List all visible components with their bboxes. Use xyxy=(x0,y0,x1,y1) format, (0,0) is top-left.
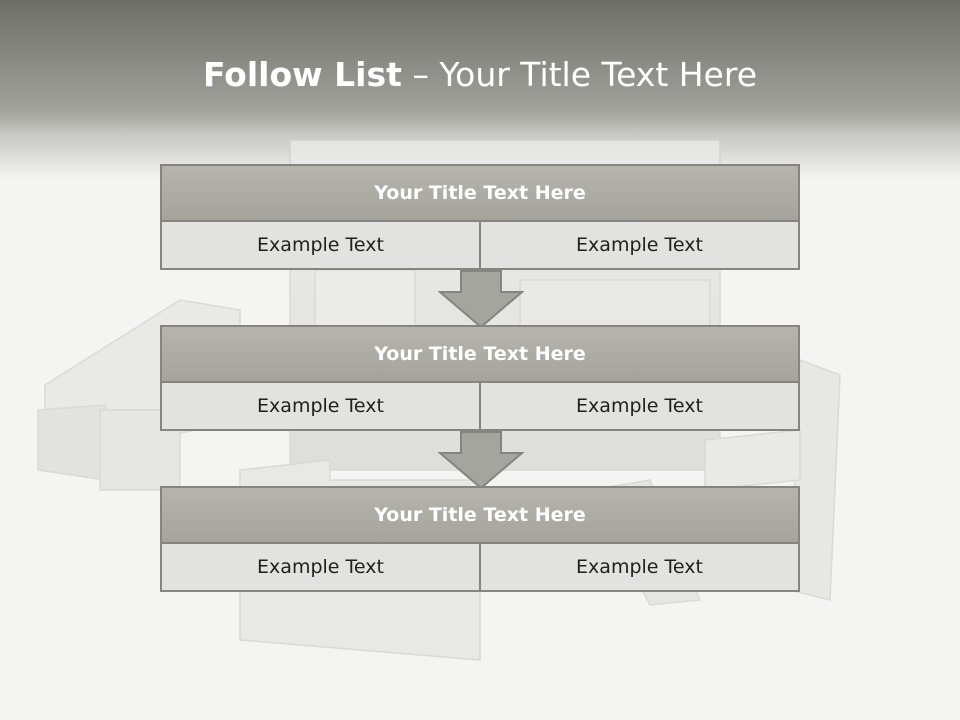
block-cell-right: Example Text xyxy=(481,383,798,429)
block-cell-right: Example Text xyxy=(481,544,798,590)
block-cell-right: Example Text xyxy=(481,222,798,268)
slide-title-bold: Follow List xyxy=(202,55,402,94)
slide-title-rest: – Your Title Text Here xyxy=(412,55,758,94)
block-title: Your Title Text Here xyxy=(162,488,798,542)
slide-title: Follow List – Your Title Text Here xyxy=(0,50,960,100)
block-title: Your Title Text Here xyxy=(162,166,798,220)
block-cell-left: Example Text xyxy=(162,383,479,429)
block-cell-left: Example Text xyxy=(162,222,479,268)
list-block-1: Your Title Text Here Example Text Exampl… xyxy=(160,164,800,270)
block-cell-left: Example Text xyxy=(162,544,479,590)
down-arrow-icon xyxy=(438,431,524,489)
list-block-3: Your Title Text Here Example Text Exampl… xyxy=(160,486,800,592)
block-title: Your Title Text Here xyxy=(162,327,798,381)
list-block-2: Your Title Text Here Example Text Exampl… xyxy=(160,325,800,431)
down-arrow-icon xyxy=(438,270,524,328)
